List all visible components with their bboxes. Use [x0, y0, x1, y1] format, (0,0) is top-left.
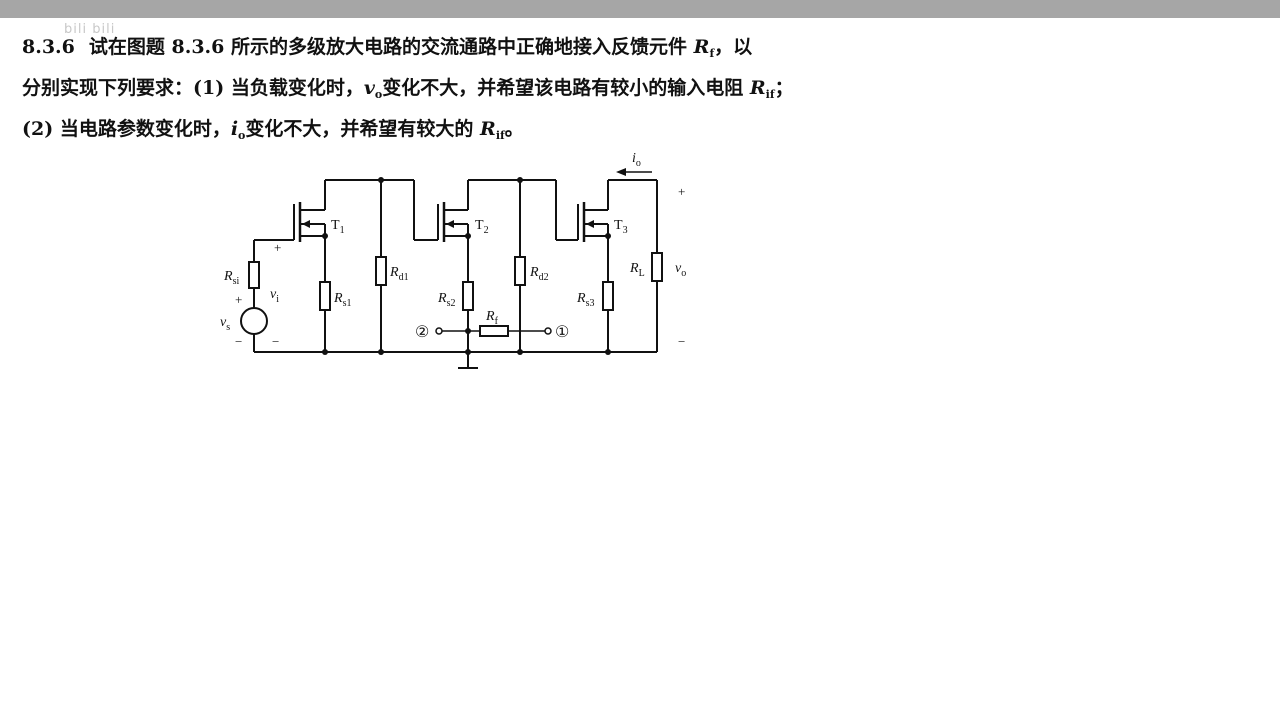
line2-tail: ；	[774, 77, 794, 99]
junction-dots	[322, 177, 611, 355]
resistor-rd1	[375, 180, 387, 352]
resistor-rs1	[319, 236, 331, 352]
plus-vi: +	[274, 240, 281, 255]
problem-text: 8.3.6 试在图题 8.3.6 所示的多级放大电路的交流通路中正确地接入反馈元件…	[22, 30, 922, 153]
problem-line-2: 分别实现下列要求：(1) 当负载变化时，vo变化不大，并希望该电路有较小的输入电…	[22, 71, 922, 112]
line1-tail: ，以	[714, 36, 753, 58]
label-rs3: Rs3	[576, 291, 594, 309]
resistor-rs2	[462, 236, 474, 352]
label-rsi: Rsi	[223, 269, 239, 287]
line3-b: 变化不大，并希望有较大的	[245, 118, 474, 140]
label-rs1: Rs1	[333, 291, 351, 309]
resistor-rl	[651, 180, 663, 352]
label-node-1: ①	[555, 324, 569, 341]
symbol-vo: vo	[363, 77, 383, 101]
label-vi: vi	[270, 287, 279, 305]
top-bar	[0, 0, 1280, 18]
resistor-rs3	[602, 236, 614, 352]
io-arrow	[616, 168, 652, 176]
label-t2: T2	[475, 218, 489, 236]
problem-number: 8.3.6	[22, 36, 75, 58]
label-rd2: Rd2	[529, 265, 549, 283]
minus-vo: −	[678, 334, 685, 349]
label-vo: vo	[675, 261, 686, 279]
line3-tail: 。	[504, 118, 524, 140]
line3-a: (2) 当电路参数变化时，	[22, 118, 231, 140]
label-io: io	[632, 151, 641, 169]
symbol-rif-2: Rif	[480, 118, 505, 142]
feedback-resistor-rf	[435, 325, 552, 337]
line2-b: 变化不大，并希望该电路有较小的输入电阻	[382, 77, 744, 99]
problem-line-1: 8.3.6 试在图题 8.3.6 所示的多级放大电路的交流通路中正确地接入反馈元件…	[22, 30, 922, 71]
label-vs: vs	[220, 315, 230, 333]
label-t3: T3	[614, 218, 628, 236]
label-rf: Rf	[485, 309, 499, 327]
symbol-rf: Rf	[693, 36, 715, 60]
minus-vi: −	[272, 334, 279, 349]
transistor-t1	[254, 180, 326, 242]
label-rd1: Rd1	[389, 265, 409, 283]
symbol-rif: Rif	[749, 77, 775, 101]
watermark: bili bili	[64, 22, 116, 37]
label-rs2: Rs2	[437, 291, 455, 309]
plus-vo: +	[678, 184, 685, 199]
circuit-diagram: T1 T2 T3 Rsi Rs1 Rd1 Rs2 Rd2 Rs3 RL Rf v…	[220, 151, 686, 369]
minus-vs: −	[235, 334, 242, 349]
source-vs	[240, 240, 268, 352]
symbol-io: io	[230, 118, 246, 142]
label-node-2: ②	[415, 324, 429, 341]
label-t1: T1	[331, 218, 345, 236]
resistor-rd2	[514, 180, 526, 352]
problem-line-3: (2) 当电路参数变化时，io变化不大，并希望有较大的 Rif。	[22, 112, 922, 153]
plus-vs: +	[235, 292, 242, 307]
transistor-t3	[577, 180, 609, 242]
line2-a: 分别实现下列要求：(1) 当负载变化时，	[22, 77, 364, 99]
transistor-t2	[437, 180, 469, 242]
label-rl: RL	[629, 261, 645, 279]
line1-text: 试在图题 8.3.6 所示的多级放大电路的交流通路中正确地接入反馈元件	[88, 36, 688, 58]
